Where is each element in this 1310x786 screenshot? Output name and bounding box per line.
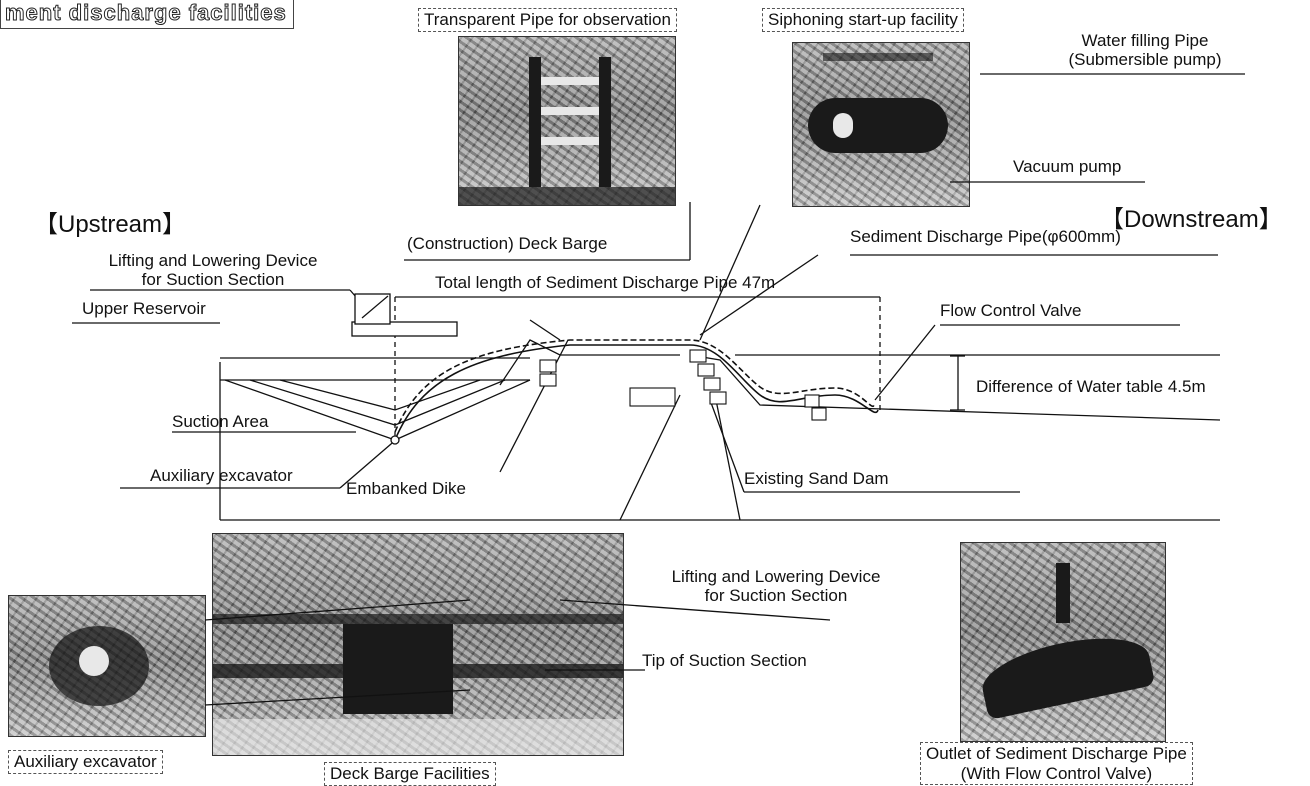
page-title-fragment: ment discharge facilities xyxy=(0,0,294,29)
leader-flow-control-2 xyxy=(874,324,936,401)
photo-siphoning xyxy=(792,42,970,207)
label-downstream: 【Downstream】 xyxy=(1100,206,1283,233)
sediment-pipe-inner xyxy=(394,339,875,433)
label-existing-sand-dam: Existing Sand Dam xyxy=(744,469,889,488)
label-upper-reservoir: Upper Reservoir xyxy=(82,299,206,318)
leader-sediment-pipe-2 xyxy=(699,254,819,336)
label-total-length: Total length of Sediment Discharge Pipe … xyxy=(435,273,776,292)
label-embanked-dike: Embanked Dike xyxy=(346,479,467,498)
caption-siphoning: Siphoning start-up facility xyxy=(762,8,964,32)
label-lifting-device: Lifting and Lowering Device for Suction … xyxy=(108,251,318,289)
label-water-filling-pipe: Water filling Pipe (Submersible pump) xyxy=(1068,31,1222,69)
caption-transparent-pipe: Transparent Pipe for observation xyxy=(418,8,677,32)
leader-embanked-dike xyxy=(499,339,569,473)
label-upstream: 【Upstream】 xyxy=(34,211,187,238)
label-lifting-device-2: Lifting and Lowering Device for Suction … xyxy=(671,567,881,605)
sand-dam-blocks xyxy=(539,349,827,421)
caption-auxiliary-excavator: Auxiliary excavator xyxy=(8,750,163,774)
leader-sand-dam-2 xyxy=(709,399,745,493)
label-deck-barge: (Construction) Deck Barge xyxy=(407,234,608,253)
label-tip-suction: Tip of Suction Section xyxy=(642,651,807,670)
sediment-pipe-outer xyxy=(394,344,879,441)
label-auxiliary-excavator: Auxiliary excavator xyxy=(150,466,293,485)
photo-outlet xyxy=(960,542,1166,742)
label-vacuum-pump: Vacuum pump xyxy=(1013,157,1122,176)
leader-auxiliary-2 xyxy=(339,437,399,489)
label-water-table-diff: Difference of Water table 4.5m xyxy=(976,377,1206,396)
photo-deck-barge xyxy=(212,533,624,756)
photo-transparent-pipe xyxy=(458,36,676,206)
deck-barge-shape xyxy=(351,321,458,337)
auxiliary-excavator-shape xyxy=(390,435,400,445)
leader-siphoning xyxy=(699,204,761,341)
photo-auxiliary-excavator xyxy=(8,595,206,737)
label-flow-control-valve: Flow Control Valve xyxy=(940,301,1082,320)
label-sediment-pipe: Sediment Discharge Pipe(φ600mm) xyxy=(850,227,1121,246)
